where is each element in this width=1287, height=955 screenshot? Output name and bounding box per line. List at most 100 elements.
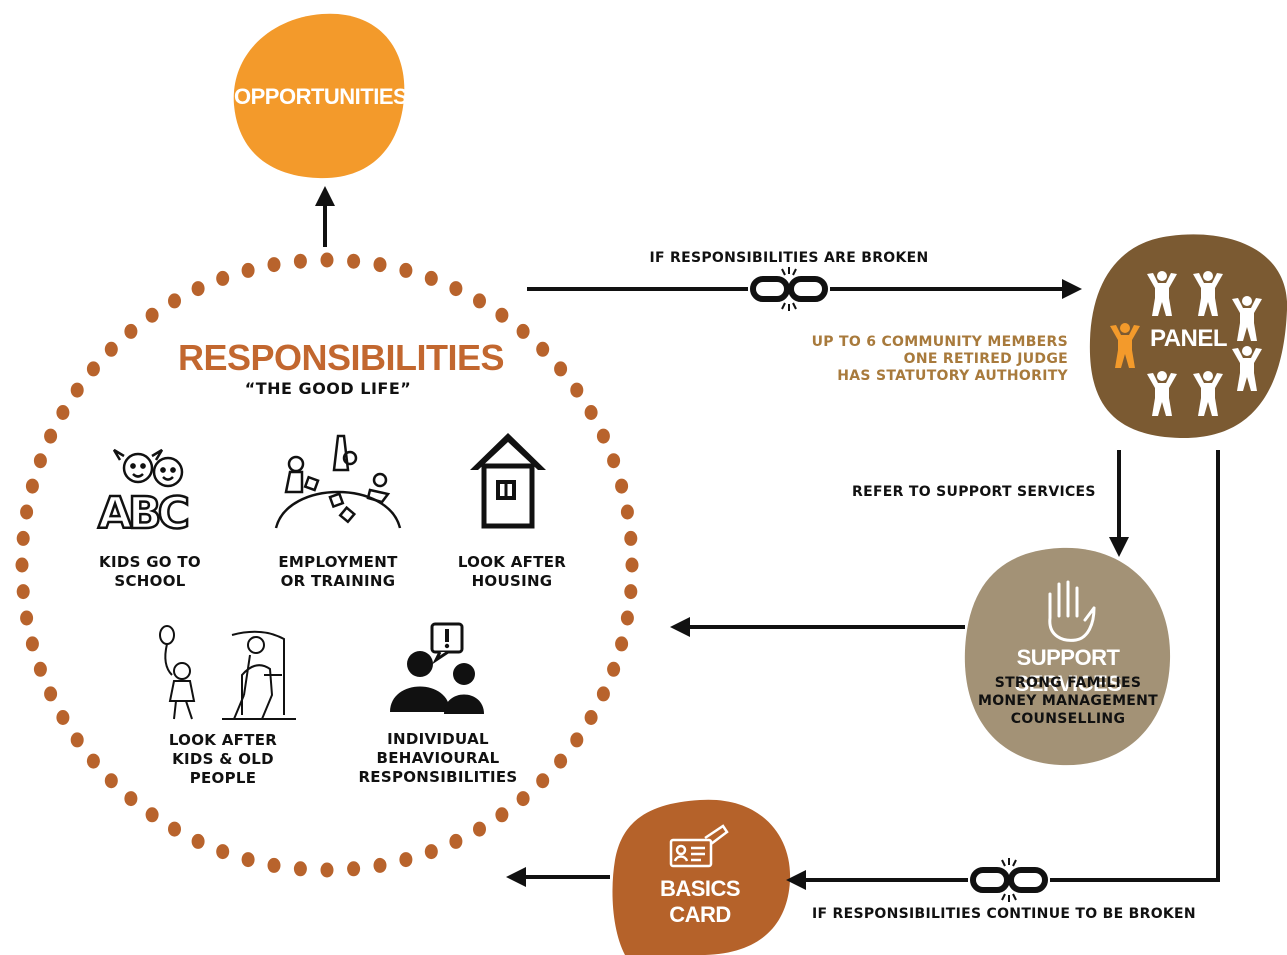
ring-dot <box>596 428 610 444</box>
responsibilities-title: RESPONSIBILITIES <box>178 337 505 378</box>
ring-dot <box>216 844 230 860</box>
broken-label: IF RESPONSIBILITIES ARE BROKEN <box>649 250 929 266</box>
responsibilities-subtitle: “THE GOOD LIFE” <box>244 379 412 398</box>
ring-dot <box>267 257 281 273</box>
ring-dot <box>44 428 58 444</box>
opportunities-blob <box>233 13 405 179</box>
ring-dot <box>536 773 550 789</box>
ring-dot <box>86 361 100 377</box>
card-icon <box>669 824 729 868</box>
ring-dot <box>56 405 70 420</box>
ring-dot <box>495 307 509 323</box>
ring-dot <box>347 861 361 877</box>
ring-dot <box>44 686 58 702</box>
ring-dot <box>320 862 334 878</box>
ring-dot <box>320 252 334 268</box>
ring-dot <box>145 807 159 823</box>
ring-dot <box>473 293 486 309</box>
ring-dot <box>191 281 205 297</box>
ring-dot <box>536 341 550 357</box>
svg-text:ABC: ABC <box>98 488 188 539</box>
ring-dot <box>570 382 584 398</box>
ring-dot <box>424 270 438 286</box>
item-employment-label: EMPLOYMENT OR TRAINING <box>278 553 398 590</box>
ring-dot <box>399 852 413 868</box>
ring-dot <box>554 753 568 769</box>
ring-dot <box>124 323 138 339</box>
basics-card-label: BASICS CARD <box>659 876 741 927</box>
basics-card-blob <box>612 799 791 955</box>
ring-dot <box>293 861 307 877</box>
ring-dot <box>584 710 598 725</box>
arrow-panel-to-basics-card <box>1050 450 1220 882</box>
kids-old-people-icon <box>159 625 296 720</box>
people-alert-icon <box>390 622 484 714</box>
ring-dot <box>347 253 361 269</box>
ring-dot <box>596 686 610 702</box>
ring-dot <box>267 857 281 873</box>
ring-dot <box>20 610 34 626</box>
ring-dot <box>25 636 39 652</box>
ring-dot <box>168 293 181 309</box>
ring-dot <box>516 791 530 807</box>
ring-dot <box>124 791 138 807</box>
ring-dot <box>33 453 47 469</box>
ring-dot <box>20 504 34 520</box>
opportunities-label: OPPORTUNITIES <box>234 84 408 109</box>
ring-dot <box>584 405 598 420</box>
ring-dot <box>554 361 568 377</box>
ring-dot <box>293 253 307 269</box>
ring-dot <box>25 478 39 494</box>
employment-icon <box>274 434 402 529</box>
item-kids-school-label: KIDS GO TO SCHOOL <box>99 553 201 590</box>
ring-dot <box>86 753 100 769</box>
ring-dot <box>625 557 639 573</box>
ring-dot <box>33 661 47 677</box>
hand-icon <box>1048 580 1096 642</box>
ring-dot <box>473 821 486 837</box>
ring-dot <box>495 807 509 823</box>
ring-dot <box>424 844 438 860</box>
refer-label: REFER TO SUPPORT SERVICES <box>852 484 1096 500</box>
ring-dot <box>615 478 629 494</box>
support-services-blob <box>964 547 1171 766</box>
continue-label: IF RESPONSIBILITIES CONTINUE TO BE BROKE… <box>812 906 1196 922</box>
support-services-title: SUPPORT SERVICES <box>1014 645 1122 696</box>
ring-dot <box>624 530 638 546</box>
panel-label: PANEL <box>1150 325 1228 352</box>
ring-dot <box>620 610 634 626</box>
ring-dot <box>241 262 255 278</box>
ring-dot <box>70 382 84 398</box>
ring-dot <box>104 773 118 789</box>
ring-dot <box>70 732 84 748</box>
ring-dot <box>241 852 255 868</box>
house-icon <box>470 433 546 529</box>
ring-dot <box>16 584 30 600</box>
dotted-circle <box>15 252 639 878</box>
ring-dot <box>607 453 621 469</box>
ring-dot <box>216 270 230 286</box>
judge-icon <box>1110 323 1140 368</box>
ring-dot <box>449 833 463 849</box>
ring-dot <box>620 504 634 520</box>
ring-dot <box>145 307 159 323</box>
ring-dot <box>56 710 70 725</box>
ring-dot <box>516 323 530 339</box>
ring-dot <box>615 636 629 652</box>
item-behavioural-label: INDIVIDUAL BEHAVIOURAL RESPONSIBILITIES <box>358 730 518 786</box>
support-services-lines: STRONG FAMILIES MONEY MANAGEMENT COUNSEL… <box>977 675 1159 727</box>
item-kids-old-label: LOOK AFTER KIDS & OLD PEOPLE <box>168 731 278 787</box>
ring-dot <box>399 262 413 278</box>
ring-dot <box>15 557 29 573</box>
ring-dot <box>624 584 638 600</box>
ring-dot <box>373 857 387 873</box>
ring-dot <box>168 821 181 837</box>
ring-dot <box>607 661 621 677</box>
ring-dot <box>570 732 584 748</box>
ring-dot <box>449 281 463 297</box>
ring-dot <box>191 833 205 849</box>
kids-abc-icon: ABC <box>97 448 193 540</box>
panel-notes: UP TO 6 COMMUNITY MEMBERS ONE RETIRED JU… <box>811 334 1068 384</box>
ring-dot <box>104 341 118 357</box>
